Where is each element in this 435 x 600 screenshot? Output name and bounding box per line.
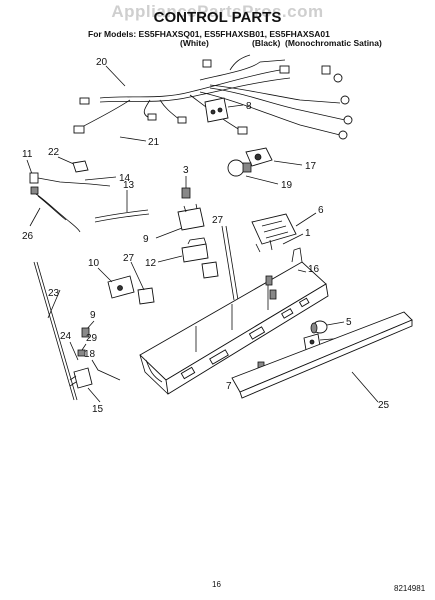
callout-9b: 9	[90, 310, 96, 321]
wiring-harness-part-20	[73, 54, 353, 140]
callout-13: 13	[123, 180, 135, 191]
callout-6: 6	[318, 205, 324, 216]
lamp-socket-part-17	[245, 147, 273, 167]
bracket-part-15	[69, 367, 93, 389]
watermark-text: AppliancePartsPros.com	[111, 2, 324, 21]
callout-11: 11	[22, 149, 33, 160]
thermistor-part-11	[29, 172, 111, 195]
callout-27b: 27	[123, 253, 135, 264]
page-number: 16	[212, 580, 221, 589]
label-part-27	[137, 261, 219, 305]
color-label-white: (White)	[180, 38, 209, 48]
light-bulb-part-19	[227, 159, 252, 177]
callout-7: 7	[226, 381, 232, 392]
color-label-satina: (Monochromatic Satina)	[285, 38, 382, 48]
clip-part-22	[72, 160, 89, 173]
knob-part-5	[310, 320, 328, 334]
callout-8: 8	[246, 101, 252, 112]
switch-part-9a	[177, 203, 205, 231]
models-line: For Models: ES5FHAXSQ01, ES5FHAXSB01, ES…	[88, 29, 330, 39]
callout-5: 5	[346, 317, 352, 328]
callout-16: 16	[308, 264, 320, 275]
trim-strip-part-25	[231, 311, 413, 399]
callout-12: 12	[145, 258, 157, 269]
control-housing-part-1	[139, 247, 329, 395]
callout-29: 29	[86, 333, 98, 344]
callout-10: 10	[88, 258, 100, 269]
part-29	[77, 349, 86, 357]
bracket-part-10	[107, 275, 135, 299]
callout-24: 24	[60, 331, 72, 342]
callout-23: 23	[48, 288, 60, 299]
callout-1: 1	[305, 228, 311, 239]
screw-part-3	[181, 187, 191, 199]
bracket-part-12	[181, 237, 209, 263]
document-number: 8214981	[394, 584, 426, 593]
callout-19: 19	[281, 180, 293, 191]
callout-21: 21	[148, 137, 160, 148]
callout-14: 14	[119, 173, 131, 184]
callout-3: 3	[183, 165, 189, 176]
callout-26: 26	[22, 231, 34, 242]
callout-27a: 27	[212, 215, 224, 226]
callout-25: 25	[378, 400, 390, 411]
callout-15: 15	[92, 404, 104, 415]
callout-22: 22	[48, 147, 60, 158]
callout-18: 18	[84, 349, 96, 360]
color-label-black: (Black)	[252, 38, 281, 48]
callout-20: 20	[96, 57, 108, 68]
callout-9a: 9	[143, 234, 149, 245]
page-title: CONTROL PARTS	[153, 9, 282, 26]
screw-part-9b	[81, 327, 90, 338]
sensor-wire-part-26	[35, 193, 81, 233]
callout-17: 17	[305, 161, 317, 172]
tube-part-13	[94, 209, 150, 223]
control-module-part-6	[251, 213, 297, 253]
connector-plate-part-8	[204, 97, 229, 123]
screws-upper	[265, 275, 277, 300]
rod-part-23	[33, 261, 78, 401]
